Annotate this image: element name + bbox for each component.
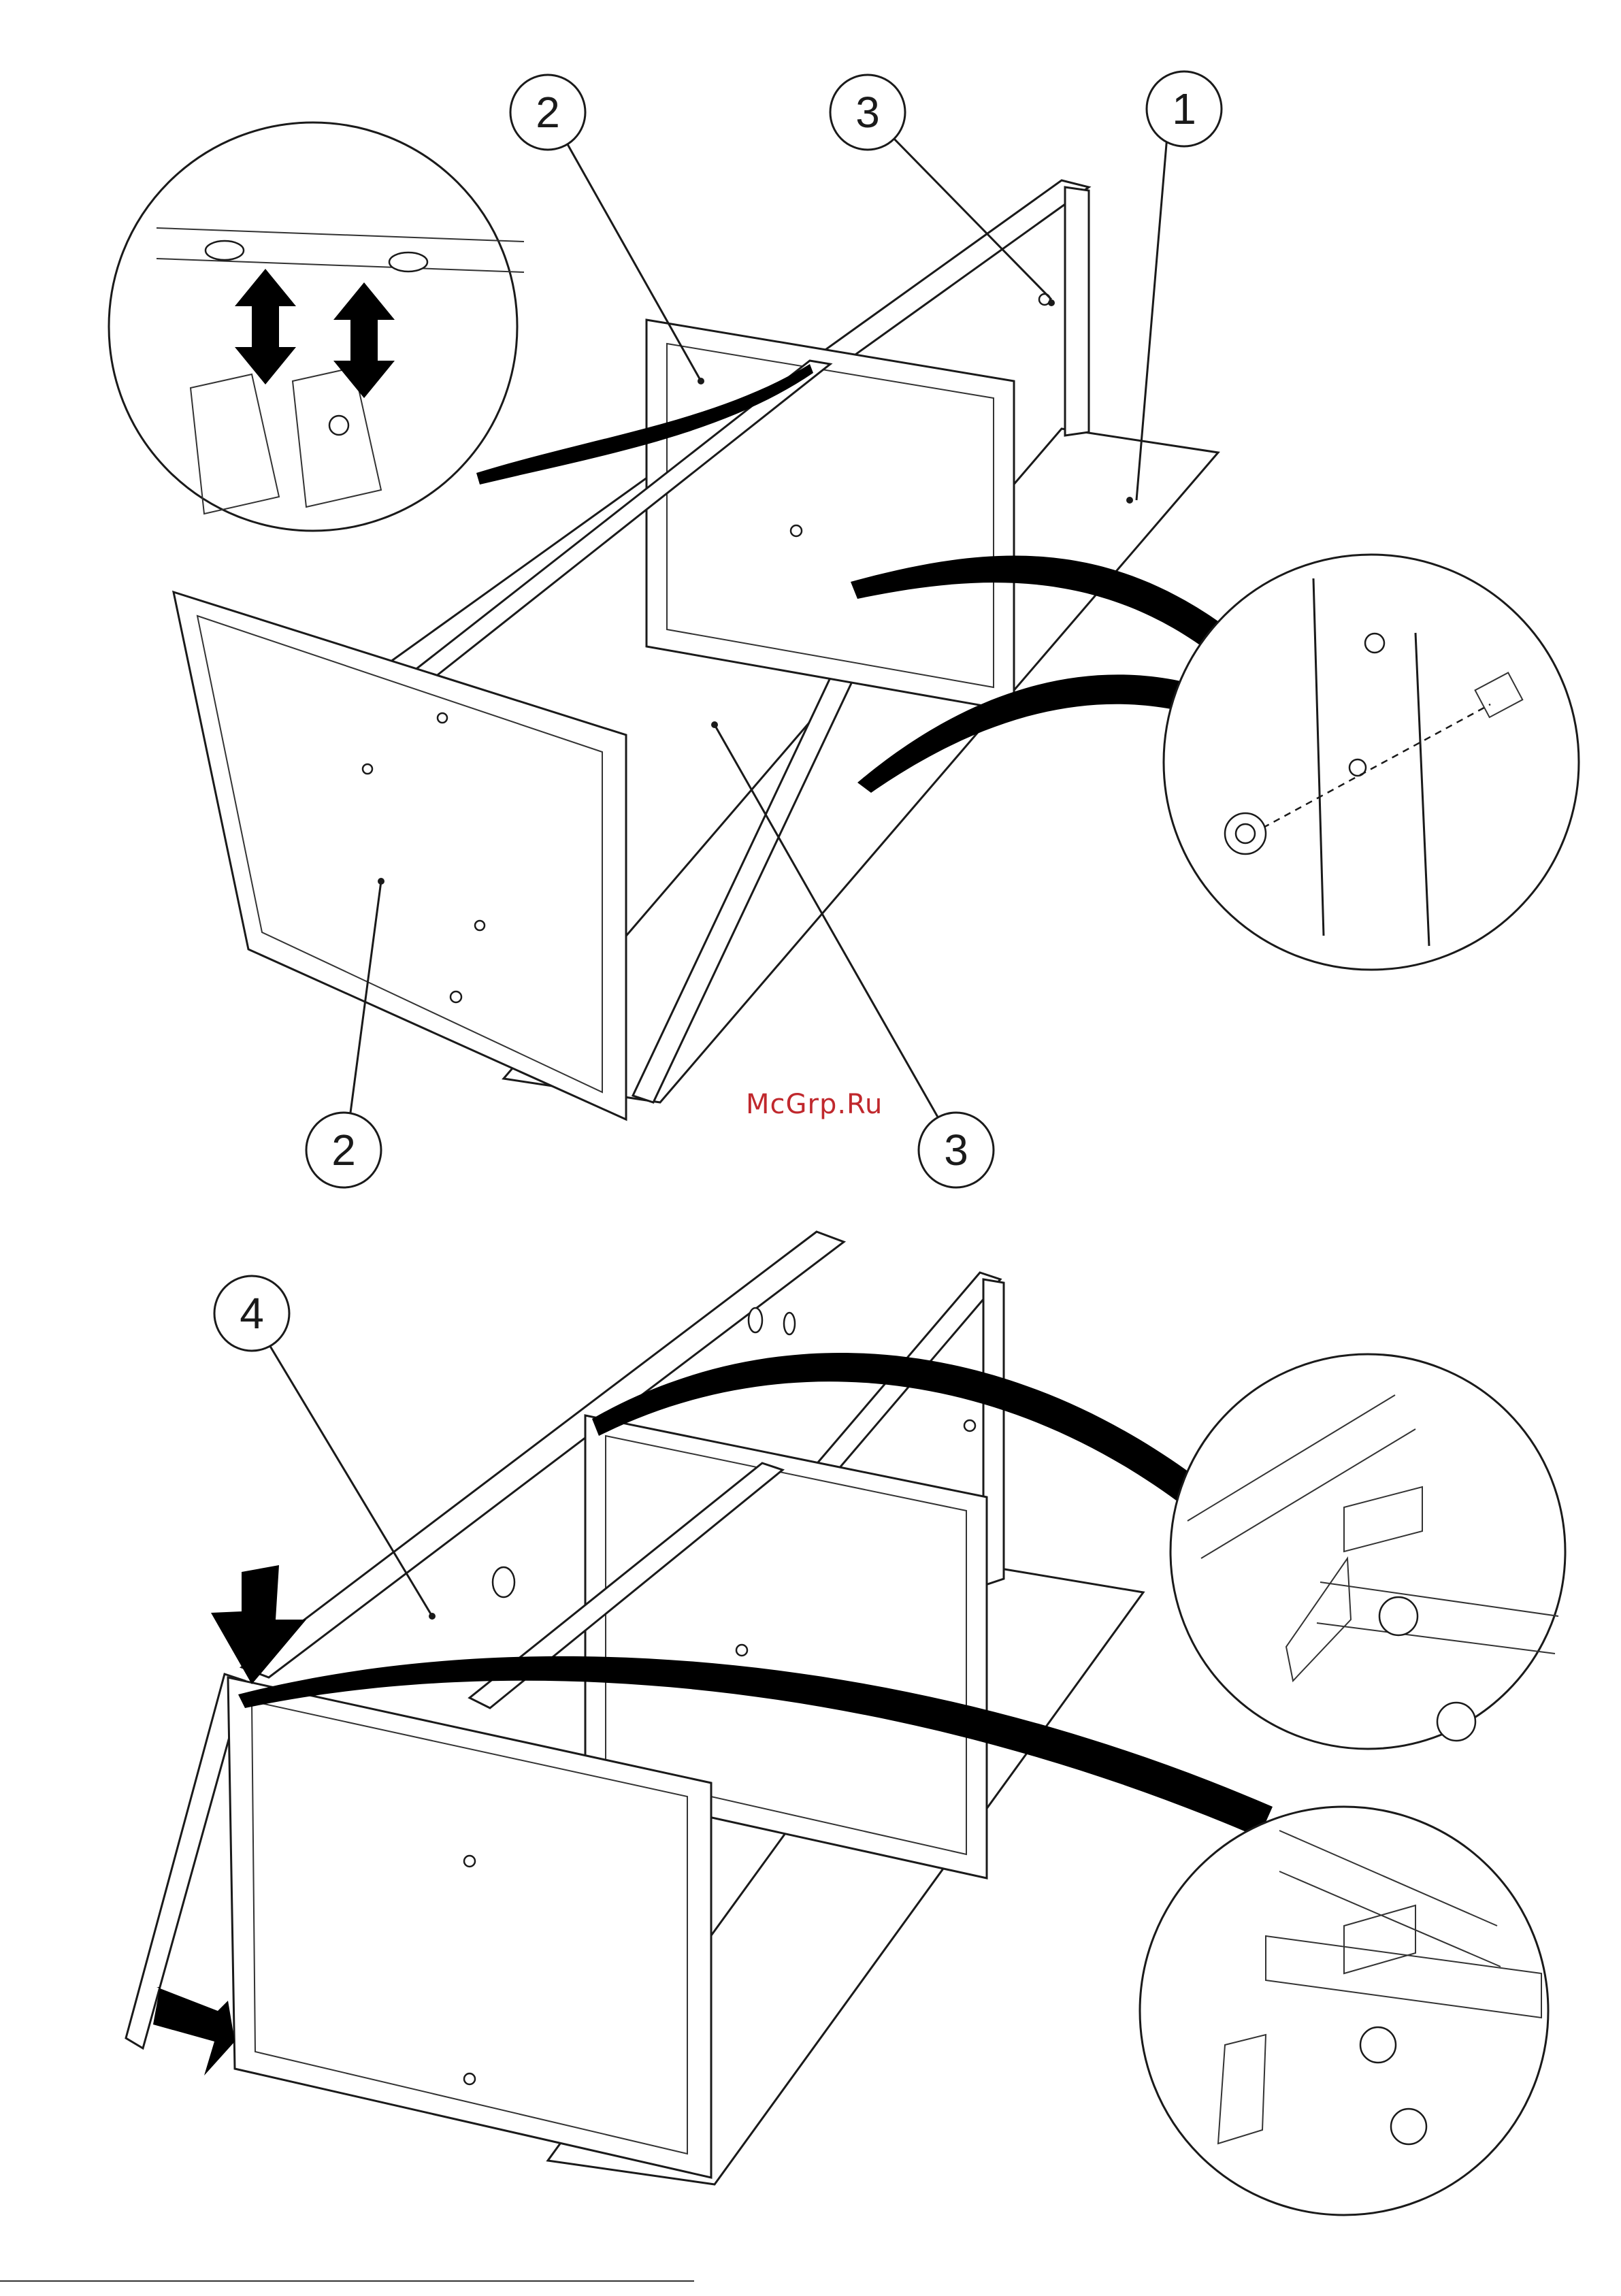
frame-hole xyxy=(475,921,485,930)
front-frame xyxy=(174,592,626,1119)
frame-hole xyxy=(749,1308,762,1332)
callout-2-bottom-text: 2 xyxy=(331,1126,356,1175)
frame-hole xyxy=(464,2073,475,2084)
part-marker xyxy=(1048,299,1055,306)
down-arrow-icon xyxy=(211,1565,306,1684)
detail-hole xyxy=(329,416,348,435)
callout-1-text: 1 xyxy=(1172,84,1196,133)
leader-2-top xyxy=(565,140,701,381)
side-panel-4 xyxy=(126,1674,245,2048)
frame-hole xyxy=(464,1856,475,1867)
frame-hole xyxy=(438,713,447,723)
frame-hole xyxy=(736,1645,747,1656)
frame-hole xyxy=(964,1420,975,1431)
frame-hole xyxy=(791,525,802,536)
part-marker xyxy=(1126,497,1133,504)
wing-nut-center xyxy=(1236,824,1255,843)
detail-hole xyxy=(389,252,427,272)
detail-hole xyxy=(1365,634,1384,653)
detail-hole xyxy=(1437,1703,1475,1741)
callout-3-top-text: 3 xyxy=(855,88,880,137)
leader-4 xyxy=(269,1344,432,1616)
frame-hole xyxy=(493,1567,514,1597)
frame-hole xyxy=(784,1313,795,1334)
rear-panel-3 xyxy=(1065,187,1089,436)
zoom-circle xyxy=(1170,1354,1565,1749)
frame-hole xyxy=(451,991,461,1002)
detail-hole xyxy=(206,241,244,260)
zoom-circle xyxy=(1164,555,1579,970)
callout-4-text: 4 xyxy=(240,1289,264,1338)
outward-arrow-icon xyxy=(153,1987,235,2076)
detail-hole xyxy=(1379,1597,1418,1635)
callout-3-bottom-text: 3 xyxy=(944,1126,968,1175)
detail-hole xyxy=(1360,2027,1396,2063)
watermark-text: McGrp.Ru xyxy=(746,1089,883,1120)
callout-2-top-text: 2 xyxy=(536,88,560,137)
frame-hole xyxy=(363,764,372,774)
zoom-circle xyxy=(109,122,517,531)
detail-hole xyxy=(1391,2109,1426,2144)
